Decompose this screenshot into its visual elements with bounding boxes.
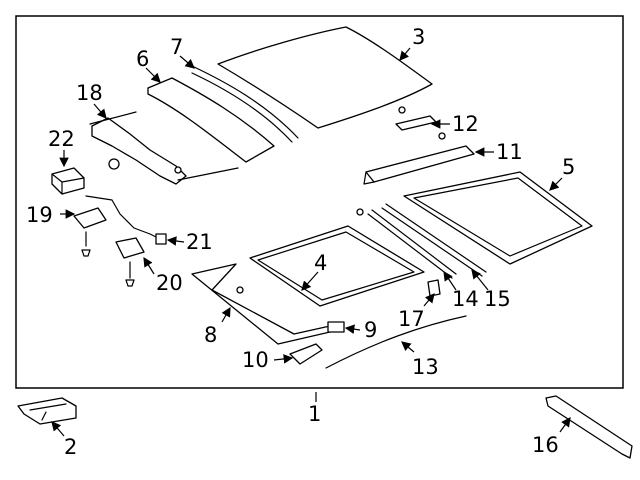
part-9-clip <box>327 321 345 333</box>
part-18-cable <box>89 111 239 181</box>
callout-13: 13 <box>412 355 439 379</box>
leader-17 <box>423 293 435 307</box>
part-19-motor <box>73 207 107 229</box>
part-7-seal <box>191 65 299 139</box>
callout-8: 8 <box>204 323 217 347</box>
leader-7 <box>179 55 195 69</box>
callout-12: 12 <box>452 112 479 136</box>
callout-10: 10 <box>242 348 269 372</box>
part-21-connector <box>155 233 167 245</box>
part-20-motor <box>115 237 145 259</box>
leader-6 <box>145 67 161 83</box>
leader-21 <box>166 236 185 246</box>
callout-15: 15 <box>484 287 511 311</box>
callout-20: 20 <box>156 271 183 295</box>
callout-22: 22 <box>48 127 75 151</box>
part-screw-mid <box>356 208 364 216</box>
callout-19: 19 <box>26 203 53 227</box>
callout-7: 7 <box>170 35 183 59</box>
leader-4 <box>301 271 319 291</box>
callout-4: 4 <box>314 251 327 275</box>
part-7-seal-edge <box>191 72 293 143</box>
part-2-bracket <box>17 397 77 425</box>
leader-5 <box>549 177 563 191</box>
part-11-rail <box>365 145 475 183</box>
leader-14 <box>443 271 457 291</box>
part-13-strip <box>325 315 467 369</box>
part-12-screw <box>398 106 406 114</box>
callout-6: 6 <box>136 47 149 71</box>
callout-9: 9 <box>364 318 377 342</box>
callout-1: 1 <box>308 402 321 426</box>
callout-17: 17 <box>398 307 425 331</box>
leader-10 <box>273 354 294 364</box>
part-8-front-frame <box>191 263 331 345</box>
callout-11: 11 <box>496 140 523 164</box>
part-12-screw-b <box>438 132 446 140</box>
part-17-bracket <box>427 279 441 297</box>
callout-21: 21 <box>186 230 213 254</box>
part-18-screw <box>174 166 182 174</box>
leader-18 <box>93 103 107 119</box>
part-22-module-detail <box>51 173 85 195</box>
leader-15 <box>471 269 489 291</box>
part-10-bracket <box>289 343 323 365</box>
callout-5: 5 <box>562 155 575 179</box>
leader-3 <box>399 47 411 61</box>
part-8-screw <box>236 286 244 294</box>
part-4-opening-trim <box>249 225 425 307</box>
leader-16 <box>559 417 571 433</box>
callout-18: 18 <box>76 81 103 105</box>
part-2-bracket-detail <box>29 403 67 421</box>
leader-13 <box>401 341 415 353</box>
part-6-sunshade <box>147 77 275 163</box>
leader-8 <box>221 306 231 323</box>
callout-2: 2 <box>64 435 77 459</box>
part-5-glass-frame-inner <box>413 177 583 257</box>
part-11-rail-end <box>363 171 375 185</box>
part-21-harness <box>85 195 163 241</box>
part-14-strip <box>367 213 453 279</box>
part-15-strip-edge <box>385 203 487 273</box>
leader-20 <box>143 256 155 275</box>
callout-14: 14 <box>452 287 479 311</box>
part-18-clip <box>108 158 120 170</box>
part-15-strip <box>381 207 483 277</box>
part-14-strip-edge <box>371 209 457 275</box>
part-20-bolt <box>125 261 135 287</box>
leader-2 <box>51 421 65 437</box>
part-4-opening-trim-inner <box>257 231 415 301</box>
callout-3: 3 <box>412 25 425 49</box>
part-16-rail <box>545 395 633 459</box>
part-3-roof-panel <box>217 26 433 129</box>
callout-16: 16 <box>532 433 559 457</box>
leader-9 <box>344 324 361 334</box>
part-19-bolt <box>81 231 91 257</box>
